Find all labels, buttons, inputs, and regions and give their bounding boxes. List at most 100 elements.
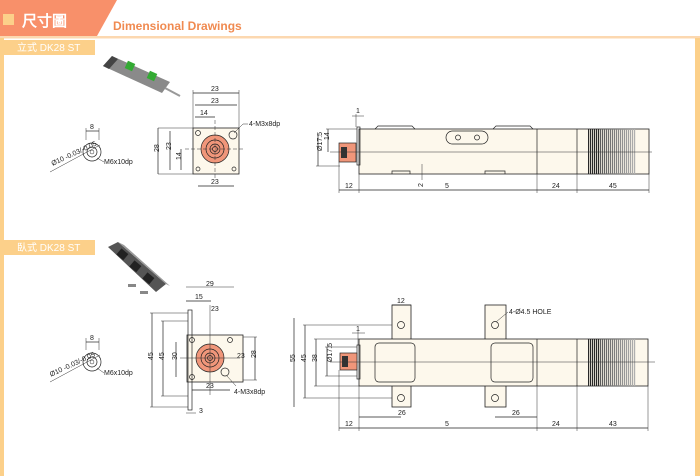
- knurl-stripe: [634, 129, 636, 174]
- header-rule: [0, 36, 700, 39]
- knurl-stripe: [622, 129, 624, 174]
- knurl-stripe: [606, 339, 608, 386]
- dim-text: 23: [211, 179, 219, 186]
- knurl-stripe: [630, 339, 632, 386]
- section-label-bg: [4, 240, 95, 255]
- dim-text: 23: [237, 353, 245, 360]
- dim-text: Ø17.5: [317, 132, 324, 151]
- knurl-stripe: [614, 129, 616, 174]
- knurl-stripe: [596, 339, 598, 386]
- dim-text: 2: [418, 183, 425, 187]
- knurl-stripe: [594, 129, 596, 174]
- dim-text: 55: [290, 354, 297, 362]
- dim-text: 28: [251, 350, 258, 358]
- dim-text: 1: [356, 326, 360, 333]
- knurl-stripe: [596, 129, 598, 174]
- dim-text: M6x10dp: [104, 159, 133, 166]
- knurl-stripe: [588, 129, 590, 174]
- knurl-stripe: [628, 339, 630, 386]
- product-photo-horizontal: [108, 242, 170, 294]
- front-view-vertical: 23 23 14 28 23 14 23 4-M3x8dp: [154, 86, 280, 187]
- knurl-stripe: [616, 129, 618, 174]
- knurl-stripe: [600, 129, 602, 174]
- knurl-stripe: [624, 129, 626, 174]
- dim-text: 1: [356, 108, 360, 115]
- dim-text: 3: [199, 408, 203, 415]
- knurl-stripe: [590, 339, 592, 386]
- knurl-stripe: [592, 339, 594, 386]
- dim-text: 12: [397, 298, 405, 305]
- dim-text: 14: [176, 152, 183, 160]
- header-subtitle: Dimensional Drawings: [113, 19, 242, 33]
- dim-text: M6x10dp: [104, 370, 133, 377]
- knurl-stripe: [604, 129, 606, 174]
- knurl-stripe: [612, 339, 614, 386]
- side-view-horizontal: 55 45 38 Ø17.5 1 12 4-Ø4.5 HOLE 26 26 12…: [290, 298, 655, 431]
- knurl-stripe: [610, 129, 612, 174]
- right-border: [695, 38, 700, 476]
- dim-text: 30: [172, 352, 179, 360]
- dim-text: 14: [324, 132, 331, 140]
- knurl-stripe: [624, 339, 626, 386]
- knurl-stripe: [634, 339, 636, 386]
- knurl-stripe: [590, 129, 592, 174]
- knurl-stripe: [616, 339, 618, 386]
- knurl-stripe: [630, 129, 632, 174]
- knurl-stripe: [620, 129, 622, 174]
- knurl-stripe: [602, 339, 604, 386]
- knurl-stripe: [604, 339, 606, 386]
- dim-text: 45: [148, 352, 155, 360]
- knurl-stripe: [620, 339, 622, 386]
- left-border: [0, 38, 4, 476]
- section-label-horizontal: 臥式 DK28 ST: [17, 241, 80, 254]
- dim-text: Ø10 -0.03/-0.05: [51, 141, 98, 168]
- shaft-end-view-horizontal: 8 Ø10 -0.03/-0.05 M6x10dp: [49, 335, 133, 383]
- header-square-icon: [3, 14, 14, 25]
- dim-text: 5: [445, 421, 449, 428]
- knurl-stripe: [632, 339, 634, 386]
- knurl-stripe: [606, 129, 608, 174]
- dim-text: 4-Ø4.5 HOLE: [509, 309, 552, 316]
- dim-text: 15: [195, 294, 203, 301]
- knurl-stripe: [608, 129, 610, 174]
- header-title: 尺寸圖: [22, 12, 67, 30]
- dim-text: 23: [166, 142, 173, 150]
- knurl-stripe: [600, 339, 602, 386]
- knurl-stripe: [598, 129, 600, 174]
- dim-text: 26: [398, 410, 406, 417]
- knurl-stripe: [618, 339, 620, 386]
- knurl-stripe: [588, 339, 590, 386]
- dim-text: 26: [512, 410, 520, 417]
- dim-text: 23: [211, 98, 219, 105]
- dim-text: 8: [90, 335, 94, 342]
- dim-text: 38: [312, 354, 319, 362]
- dim-text: 5: [445, 183, 449, 190]
- dim-text: 4-M3x8dp: [249, 121, 280, 128]
- knurl-stripe: [592, 129, 594, 174]
- dim-text: 45: [301, 354, 308, 362]
- section-label-bg: [4, 40, 95, 55]
- dim-text: Ø10 -0.03/-0.05: [49, 351, 96, 378]
- header-band: [0, 0, 117, 36]
- section-label-vertical: 立式 DK28 ST: [17, 41, 80, 54]
- horizontal-section: 臥式 DK28 ST 8 Ø10 -0.03/-0.05 M6x10dp: [4, 240, 655, 431]
- dim-text: 14: [200, 110, 208, 117]
- dim-text: 24: [552, 183, 560, 190]
- dim-text: 43: [609, 421, 617, 428]
- knurl-stripe: [626, 129, 628, 174]
- dim-text: 4-M3x8dp: [234, 389, 265, 396]
- vertical-section: 立式 DK28 ST 8 Ø10 -0.03/-0.05 M6x10dp: [4, 40, 652, 193]
- dim-text: Ø17.5: [327, 343, 334, 362]
- knurl-grip: [588, 339, 636, 386]
- knurl-stripe: [598, 339, 600, 386]
- front-view-horizontal: 29 15 23 45 45 30 23 28 23 3 4-M3x8dp: [148, 281, 265, 415]
- side-view-vertical: 14 Ø17.5 1 2 12 5 24 45: [316, 108, 652, 193]
- knurl-grip: [588, 129, 636, 174]
- knurl-stripe: [626, 339, 628, 386]
- dim-text: 24: [552, 421, 560, 428]
- dim-text: 29: [206, 281, 214, 288]
- knurl-stripe: [594, 339, 596, 386]
- knurl-stripe: [612, 129, 614, 174]
- dim-text: 12: [345, 421, 353, 428]
